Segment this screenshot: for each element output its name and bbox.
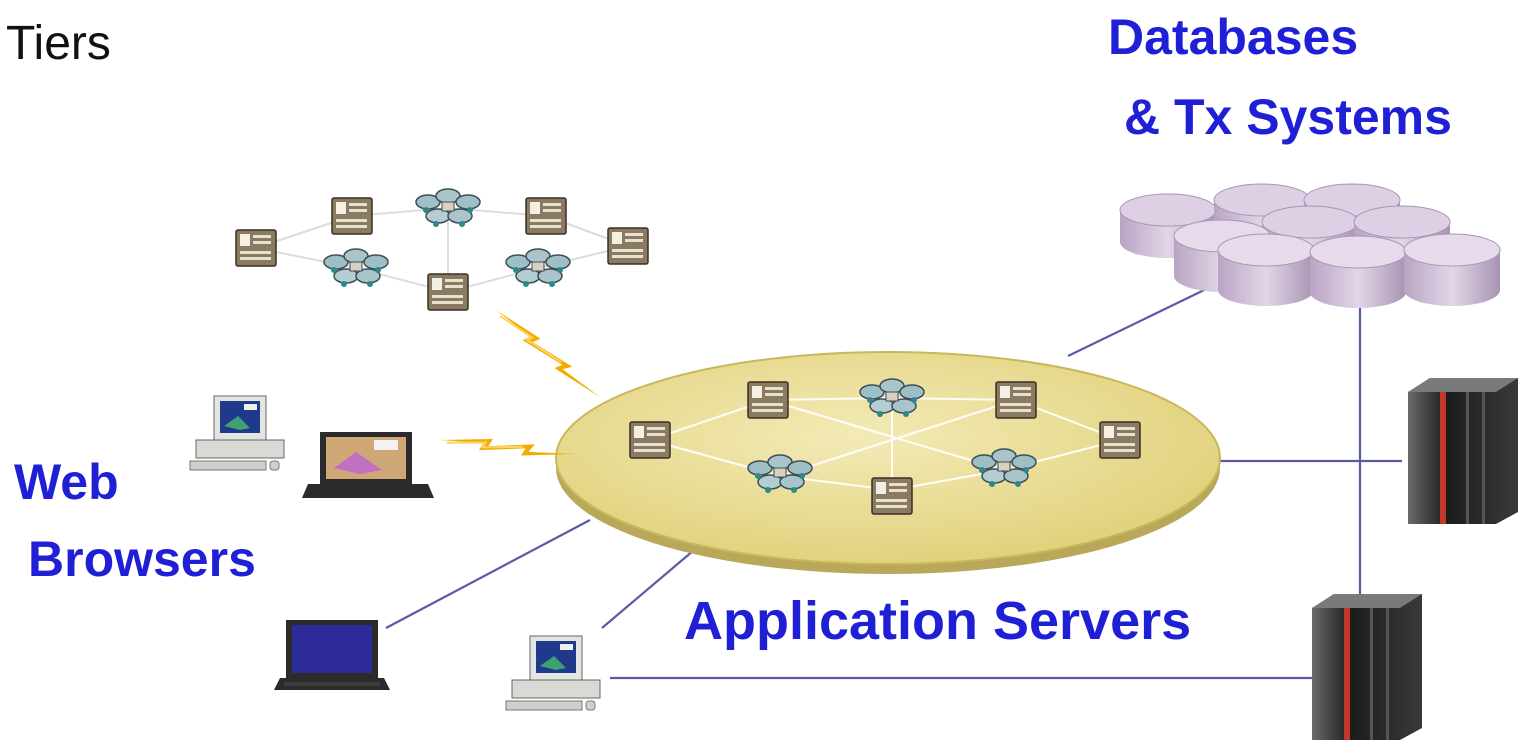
database-cluster — [1119, 183, 1501, 308]
page-title: Tiers — [6, 17, 111, 70]
lightning-icon — [439, 411, 577, 483]
server-node-icon — [1099, 421, 1141, 459]
mainframe-icon — [1408, 378, 1518, 524]
server-node-icon — [607, 227, 649, 265]
web-label: Web — [14, 454, 119, 510]
server-node-icon — [995, 381, 1037, 419]
desktop-computer-icon — [189, 395, 285, 471]
server-node-icon — [629, 421, 671, 459]
server-node-icon — [525, 197, 567, 235]
server-node-icon — [871, 477, 913, 515]
application-servers-label: Application Servers — [684, 591, 1192, 651]
connector-lines — [385, 261, 1402, 680]
remote-network-cluster — [235, 188, 649, 311]
server-node-icon — [427, 273, 469, 311]
desktop-computer-icon — [505, 635, 601, 711]
browsers-label: Browsers — [28, 531, 256, 587]
databases-label: Databases — [1108, 9, 1359, 65]
cluster-node-icon — [505, 248, 571, 288]
tx-systems-label: & Tx Systems — [1124, 89, 1452, 145]
server-node-icon — [235, 229, 277, 267]
cluster-node-icon — [323, 248, 389, 288]
application-server-platform — [555, 351, 1221, 574]
server-node-icon — [747, 381, 789, 419]
mainframe-icon — [1312, 594, 1422, 740]
laptop-icon — [302, 432, 434, 498]
laptop-icon — [274, 620, 390, 690]
server-node-icon — [331, 197, 373, 235]
lightning-icon — [479, 309, 618, 399]
